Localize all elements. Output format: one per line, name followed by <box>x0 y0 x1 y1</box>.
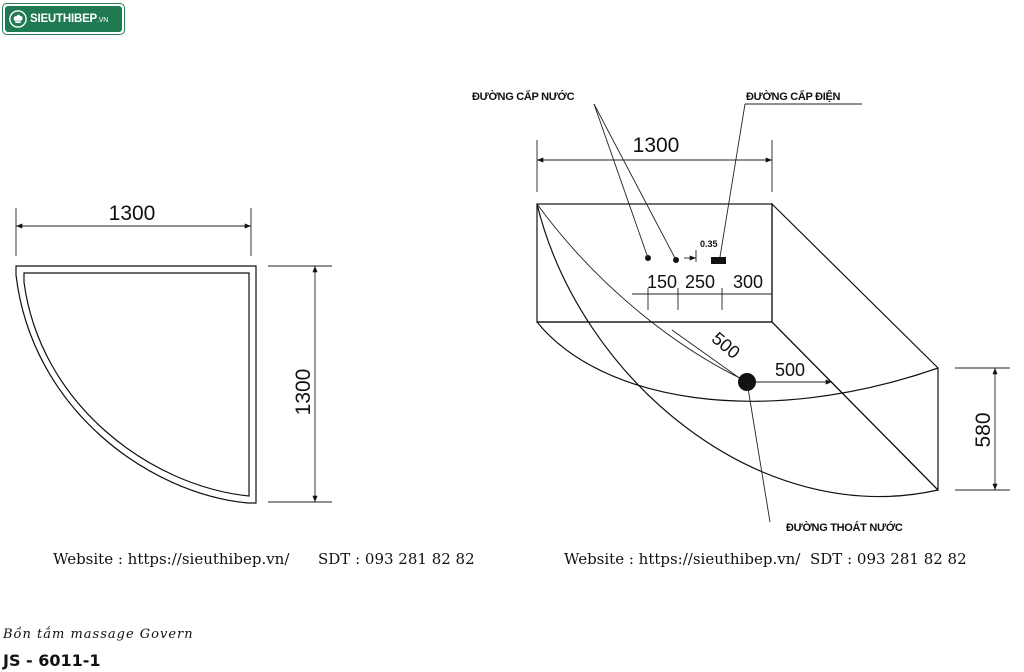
iso-inner-curve <box>536 203 749 383</box>
footer-right-website: Website : https://sieuthibep.vn/ <box>564 550 801 568</box>
brand-logo: SIEUTHIBEP.VN <box>2 3 125 35</box>
small-note: 0.35 <box>700 239 718 249</box>
brand-logo-badge: SIEUTHIBEP.VN <box>5 6 122 32</box>
radial-dim-1: 500 <box>708 328 744 363</box>
drain-leader <box>746 381 771 523</box>
plan-height-dim: 1300 <box>292 369 315 416</box>
water-supply-label: ĐƯỜNG CẤP NƯỚC <box>472 90 575 103</box>
iso-front-rim <box>536 321 939 402</box>
iso-width-dim: 1300 <box>633 134 680 157</box>
drain-label: ĐƯỜNG THOÁT NƯỚC <box>786 521 903 534</box>
plan-view: 1300 1300 <box>15 202 332 504</box>
iso-offset-dim-250: 250 <box>685 272 715 292</box>
water-leader-2 <box>593 103 677 261</box>
iso-offset-dim-300: 300 <box>733 272 763 292</box>
radial-dim-2: 500 <box>775 360 805 380</box>
brand-logo-text: SIEUTHIBEP.VN <box>30 13 109 25</box>
radial-dim-line-1 <box>671 329 746 383</box>
footer-left-phone: SDT : 093 281 82 82 <box>318 550 475 568</box>
plan-outer-outline <box>15 265 257 504</box>
iso-offset-dim-150: 150 <box>647 272 677 292</box>
footer-right-phone: SDT : 093 281 82 82 <box>810 550 967 568</box>
chef-hat-icon <box>9 10 27 28</box>
plan-inner-outline <box>23 272 250 497</box>
product-name: Bồn tắm massage Govern <box>3 627 194 642</box>
plan-width-dim: 1300 <box>109 202 156 225</box>
product-code: JS - 6011-1 <box>3 651 101 670</box>
iso-floor-diagonal <box>771 321 939 491</box>
iso-back-wall <box>536 203 773 323</box>
power-leader <box>719 103 746 258</box>
water-leader-1 <box>593 103 649 259</box>
footer-left-website: Website : https://sieuthibep.vn/ <box>53 550 290 568</box>
power-supply-label: ĐƯỜNG CẤP ĐIỆN <box>746 90 841 103</box>
power-supply-box <box>711 257 726 264</box>
iso-view: 1300 580 150 250 300 0.35 <box>472 90 1010 534</box>
iso-height-dim: 580 <box>972 412 995 447</box>
iso-bottom-curve <box>536 203 939 498</box>
